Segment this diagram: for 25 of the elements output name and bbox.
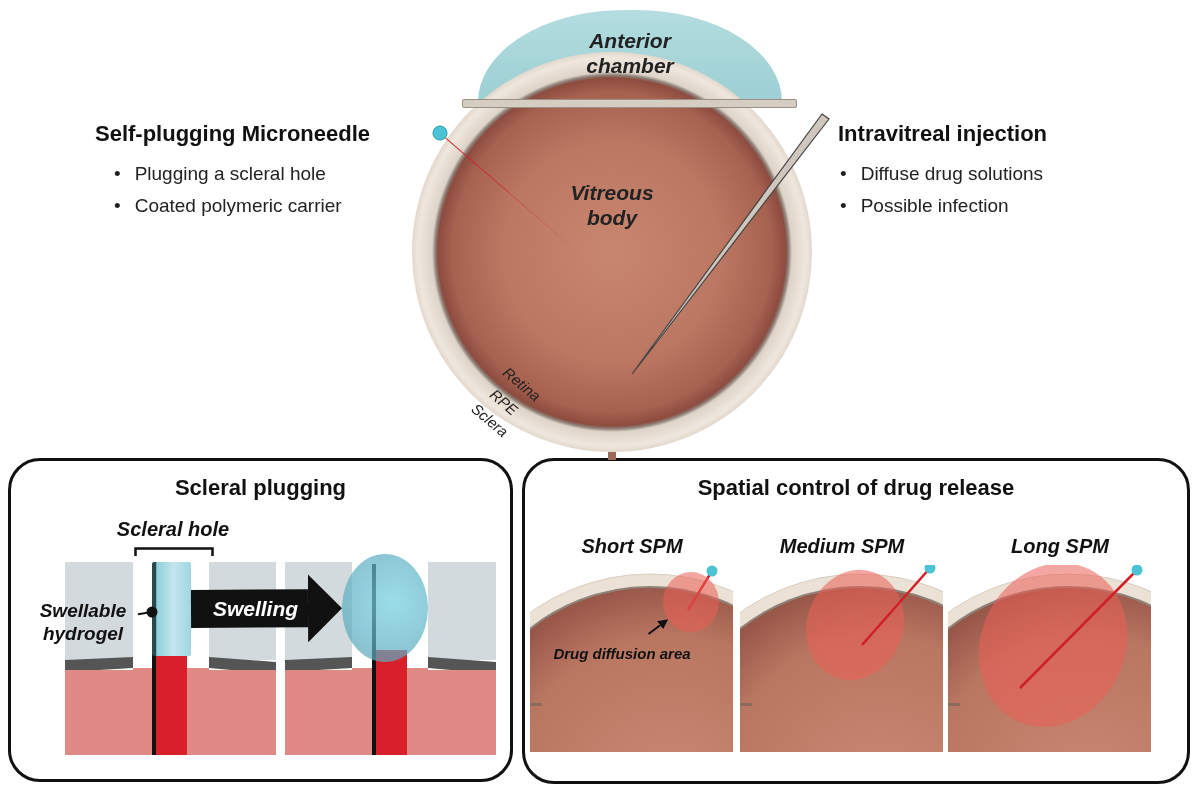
chamber-label: Anterior chamber: [585, 28, 676, 79]
caption: Scleral hole: [116, 518, 230, 541]
bullet: •: [114, 194, 121, 218]
vitreous-label: Vitreous body: [569, 180, 655, 231]
list-item: Diffuse drug solutions: [860, 162, 1044, 186]
panel-title: Spatial control of drug release: [696, 475, 1016, 501]
leader-line: [137, 606, 158, 618]
bullet: •: [840, 162, 847, 186]
callout-label: Swellable hydrogel: [28, 594, 138, 652]
hydrogel-cylinder: [152, 562, 191, 656]
list-item: Coated polymeric carrier: [134, 194, 342, 218]
edge-label: Swelling: [211, 596, 300, 621]
block-arrow: [190, 574, 342, 643]
heading: Self-plugging Microneedle: [95, 121, 370, 147]
list-item: Plugging a scleral hole: [134, 162, 326, 186]
bullet: •: [840, 194, 847, 218]
bullet: •: [114, 162, 121, 186]
caption: Medium SPM: [779, 535, 905, 558]
panel-title: Scleral plugging: [173, 475, 348, 501]
caption: Short SPM: [581, 535, 683, 558]
list-item: Possible infection: [860, 194, 1009, 218]
caption: Long SPM: [1011, 535, 1109, 558]
callout-label: Drug diffusion area: [552, 634, 692, 674]
arrow: [647, 619, 669, 635]
heading: Intravitreal injection: [838, 121, 1048, 147]
